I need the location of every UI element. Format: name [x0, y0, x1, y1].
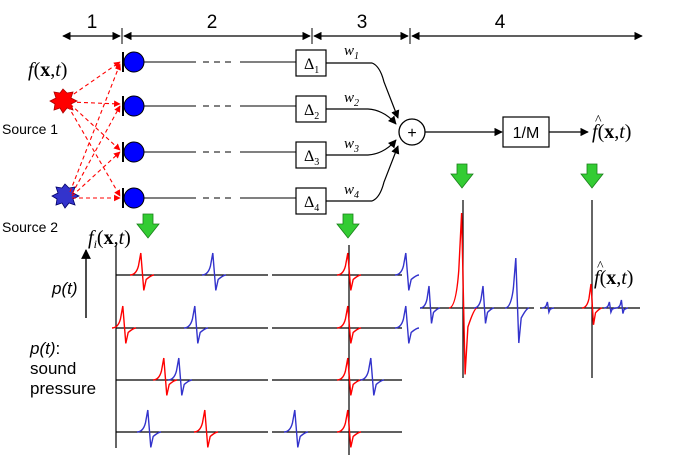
- pulse-red-summed: [448, 212, 478, 375]
- pulse-blue: [603, 301, 617, 315]
- delay-box-2: [295, 95, 327, 123]
- microphone-array: [122, 51, 145, 209]
- summing-paths: [326, 62, 400, 202]
- delay-box-2-label: Δ2: [304, 102, 319, 122]
- pulse-waveforms: [111, 212, 629, 448]
- source-2-label: Source 2: [2, 219, 58, 235]
- pulse-red: [336, 357, 362, 396]
- green-arrow-icon: [336, 213, 360, 239]
- microphone-3-icon: [123, 141, 145, 163]
- pulse-red: [129, 252, 155, 291]
- signal-traces-stage2: [115, 245, 268, 448]
- pressure-axis-label: p(t): [51, 279, 78, 298]
- green-arrow-icon: [450, 163, 474, 189]
- delay-box-1-label: Δ1: [304, 56, 319, 76]
- pulse-blue: [183, 305, 209, 344]
- delay-box-1: [295, 49, 327, 77]
- pulse-blue: [394, 305, 420, 344]
- pulse-red-normalized: [581, 283, 603, 325]
- normalize-box: [502, 116, 550, 148]
- signal-traces-stage3: [272, 245, 402, 455]
- stage-label-1: 1: [87, 12, 98, 33]
- pulse-blue: [136, 409, 162, 448]
- source-1-label: Source 1: [2, 121, 58, 137]
- output-function-label: f(x,t): [592, 121, 631, 143]
- weight-2-label: w2: [344, 90, 359, 109]
- microphone-4-icon: [123, 187, 145, 209]
- stage-label-4: 4: [495, 12, 506, 33]
- pulse-blue: [419, 285, 441, 324]
- green-arrow-icon: [580, 163, 604, 189]
- pulse-red: [336, 409, 362, 448]
- propagation-paths: [67, 61, 121, 202]
- green-arrows: [136, 163, 604, 239]
- pulse-blue: [394, 252, 420, 291]
- pulse-blue: [167, 357, 193, 396]
- pulse-red: [111, 305, 137, 344]
- channel-lines: [144, 61, 296, 199]
- summer-symbol: +: [407, 125, 416, 142]
- svg-text:pressure: pressure: [30, 379, 96, 398]
- pulse-blue: [504, 257, 530, 344]
- weights: w1 w2 w3 w4: [344, 43, 359, 201]
- source-function-label: f(x,t): [28, 59, 67, 81]
- weight-4-label: w4: [344, 182, 359, 201]
- source-1-burst-icon: [49, 88, 78, 114]
- svg-text:^: ^: [597, 259, 604, 274]
- green-arrow-icon: [136, 213, 160, 239]
- final-output-label: f(x,t): [594, 267, 633, 289]
- source-1: Source 1: [2, 88, 78, 137]
- output-hat: ^: [595, 113, 602, 128]
- pulse-red: [193, 409, 219, 448]
- delay-box-3-label: Δ3: [304, 148, 319, 168]
- stage-label-3: 3: [357, 12, 368, 33]
- pulse-red: [336, 305, 362, 344]
- pulse-red: [152, 357, 178, 396]
- pulse-blue: [541, 301, 555, 315]
- pulse-blue: [283, 409, 309, 448]
- weight-3-label: w3: [344, 136, 359, 155]
- pulse-red: [336, 252, 362, 291]
- svg-text:sound: sound: [30, 359, 76, 378]
- delay-box-4-label: Δ4: [304, 194, 319, 214]
- normalize-label: 1/M: [513, 125, 540, 142]
- pulse-blue: [359, 357, 385, 396]
- microphone-2-icon: [123, 95, 145, 117]
- pulse-blue: [201, 252, 227, 291]
- signal-function-label: fi(x,t): [88, 227, 131, 251]
- stage-markers: 1 2 3 4: [62, 12, 643, 44]
- pulse-blue: [615, 299, 629, 314]
- weight-1-label: w1: [344, 43, 359, 62]
- source-2: Source 2: [2, 183, 80, 235]
- stage-label-2: 2: [207, 12, 218, 33]
- microphone-1-icon: [123, 51, 145, 73]
- delay-boxes: Δ1 Δ2 Δ3 Δ4: [295, 49, 327, 215]
- pulse-blue: [473, 285, 495, 324]
- pressure-legend: p(t): sound pressure: [29, 339, 96, 398]
- svg-text:p(t):: p(t):: [29, 339, 60, 358]
